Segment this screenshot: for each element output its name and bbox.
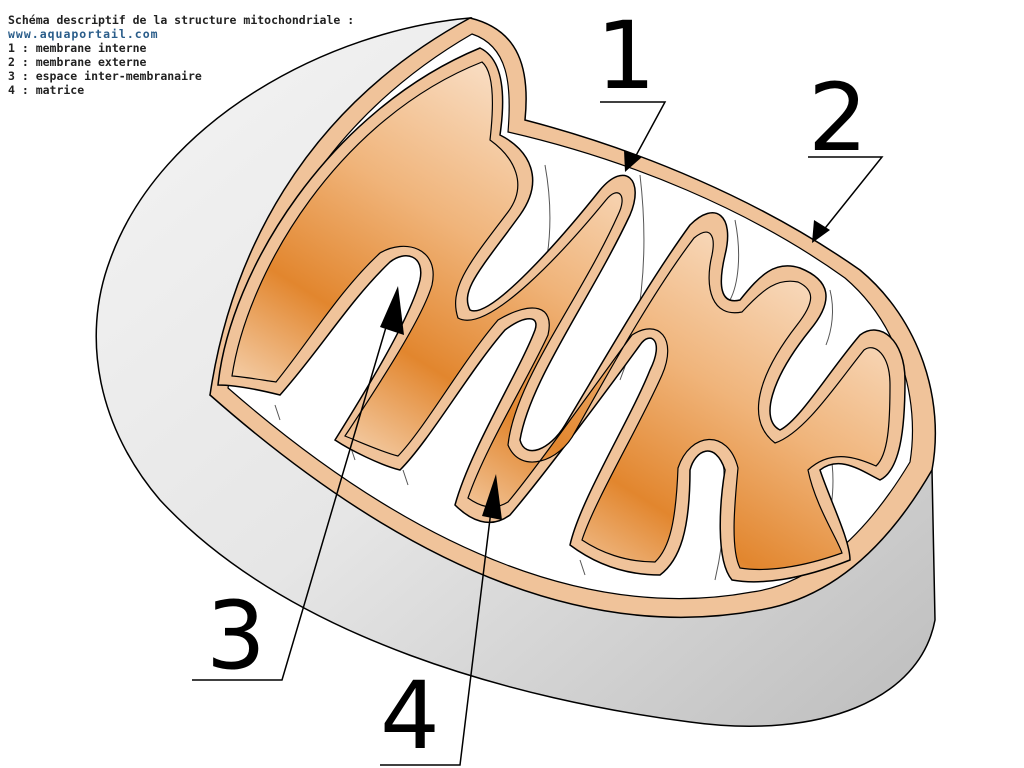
legend: Schéma descriptif de la structure mitoch…: [8, 13, 354, 97]
callout-2: 2: [808, 64, 868, 173]
legend-item-4: 4 : matrice: [8, 83, 85, 97]
legend-item-3: 3 : espace inter-membranaire: [8, 69, 202, 83]
legend-item-1: 1 : membrane interne: [8, 41, 147, 55]
legend-title: Schéma descriptif de la structure mitoch…: [8, 13, 355, 27]
pointer-3: 3: [192, 286, 404, 691]
pointer-2: 2: [808, 64, 884, 243]
pointer-4: 4: [380, 474, 502, 768]
matrix: [231, 61, 891, 571]
legend-item-2: 2 : membrane externe: [8, 55, 147, 69]
callout-1: 1: [596, 2, 656, 111]
website-link[interactable]: www.aquaportail.com: [8, 27, 159, 41]
callout-3: 3: [206, 582, 266, 691]
callout-4: 4: [380, 662, 440, 768]
pointer-1: 1: [596, 2, 667, 172]
